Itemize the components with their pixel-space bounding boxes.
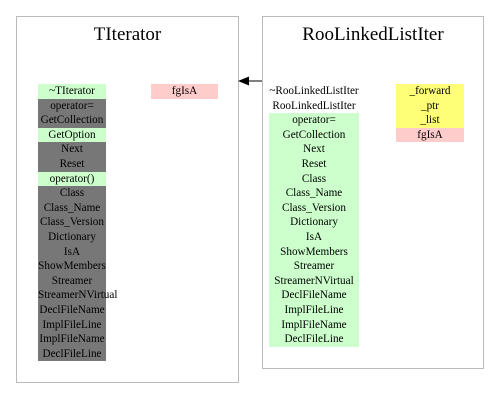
method-roolinkedlistiter-9[interactable]: Dictionary (269, 215, 359, 230)
method-titerator-3[interactable]: GetOption (38, 127, 106, 143)
method-titerator-11[interactable]: IsA (38, 244, 106, 260)
method-roolinkedlistiter-16[interactable]: ImplFileName (269, 317, 359, 333)
method-roolinkedlistiter-8[interactable]: Class_Version (269, 200, 359, 216)
method-titerator-17[interactable]: ImplFileName (38, 332, 106, 347)
method-titerator-2[interactable]: GetCollection (38, 113, 106, 128)
method-roolinkedlistiter-17[interactable]: DeclFileLine (269, 332, 359, 347)
method-titerator-6[interactable]: operator() (38, 171, 106, 187)
method-roolinkedlistiter-14[interactable]: DeclFileName (269, 288, 359, 303)
method-titerator-16[interactable]: ImplFileLine (38, 317, 106, 333)
class-title-roolinkedlistiter: RooLinkedListIter (302, 24, 444, 45)
member-list-titerator: fgIsA (151, 84, 218, 99)
method-roolinkedlistiter-0[interactable]: ~RooLinkedListIter (269, 85, 359, 97)
method-titerator-8[interactable]: Class_Name (38, 200, 106, 216)
method-roolinkedlistiter-3[interactable]: GetCollection (269, 127, 359, 143)
method-titerator-14[interactable]: StreamerNVirtual (38, 288, 118, 303)
method-roolinkedlistiter-6[interactable]: Class (269, 171, 359, 187)
member-roolinkedlistiter-3[interactable]: fgIsA (396, 127, 464, 143)
method-roolinkedlistiter-12[interactable]: Streamer (269, 259, 359, 274)
member-roolinkedlistiter-2[interactable]: _list (396, 113, 464, 128)
method-titerator-12[interactable]: ShowMembers (38, 259, 106, 274)
member-roolinkedlistiter-1[interactable]: _ptr (396, 98, 464, 114)
method-roolinkedlistiter-15[interactable]: ImplFileLine (269, 302, 359, 318)
member-roolinkedlistiter-0[interactable]: _forward (396, 84, 464, 99)
method-roolinkedlistiter-1[interactable]: RooLinkedListIter (272, 99, 356, 112)
method-titerator-9[interactable]: Class_Version (38, 215, 106, 230)
inheritance-arrow-head (238, 76, 249, 86)
method-roolinkedlistiter-4[interactable]: Next (269, 142, 359, 157)
method-titerator-18[interactable]: DeclFileLine (38, 346, 106, 362)
method-roolinkedlistiter-10[interactable]: IsA (269, 229, 359, 245)
member-titerator-0[interactable]: fgIsA (151, 84, 218, 99)
method-titerator-10[interactable]: Dictionary (38, 229, 106, 245)
method-roolinkedlistiter-2[interactable]: operator= (269, 113, 359, 128)
method-roolinkedlistiter-11[interactable]: ShowMembers (269, 244, 359, 260)
method-roolinkedlistiter-5[interactable]: Reset (269, 156, 359, 172)
class-title-titerator: TIterator (93, 24, 162, 45)
method-titerator-1[interactable]: operator= (38, 98, 106, 114)
method-titerator-7[interactable]: Class (38, 186, 106, 201)
method-titerator-4[interactable]: Next (38, 142, 106, 157)
method-roolinkedlistiter-13[interactable]: StreamerNVirtual (269, 273, 359, 289)
method-roolinkedlistiter-7[interactable]: Class_Name (269, 186, 359, 201)
method-titerator-0[interactable]: ~TIterator (38, 84, 106, 99)
method-titerator-15[interactable]: DeclFileName (38, 302, 106, 318)
method-titerator-5[interactable]: Reset (38, 156, 106, 172)
method-titerator-13[interactable]: Streamer (38, 273, 106, 289)
